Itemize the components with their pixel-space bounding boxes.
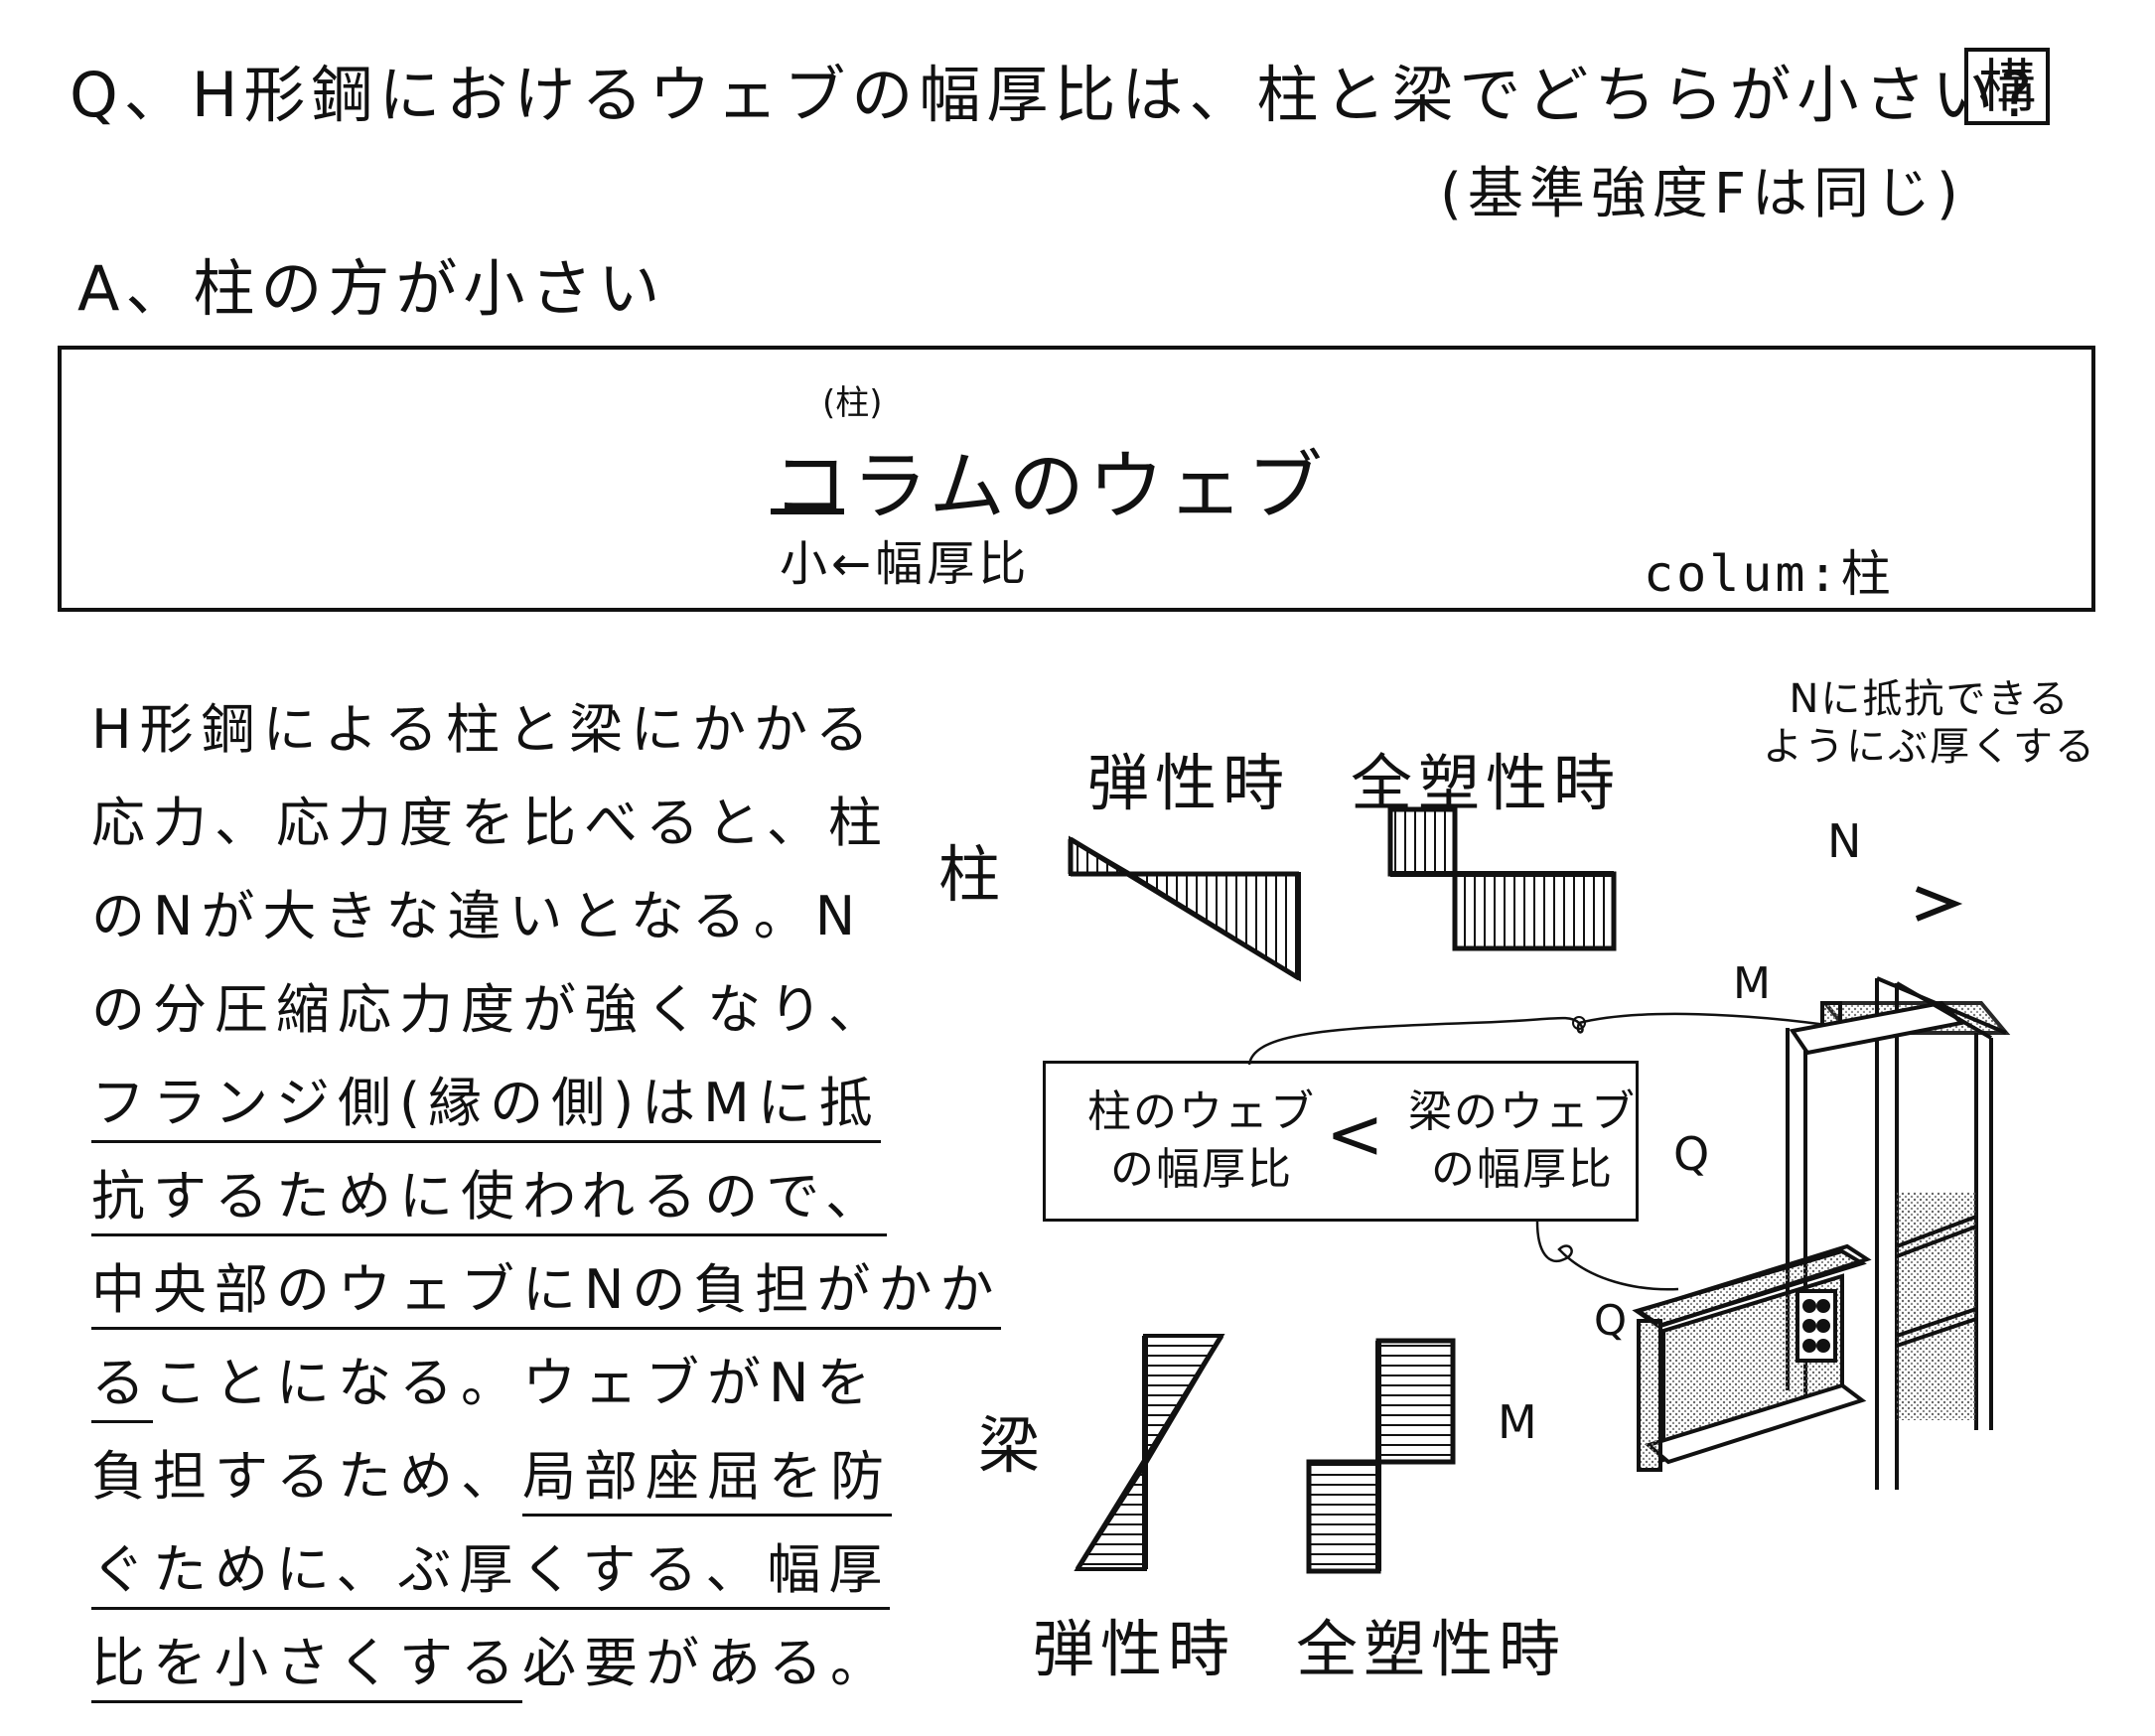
beam-elastic-label: 弾性時 bbox=[1033, 1613, 1236, 1685]
beam-elastic-diagram bbox=[1074, 1334, 1225, 1571]
line-text: 応力、応力度を比べると、柱 bbox=[91, 792, 890, 854]
keyword-ruby: (柱) bbox=[822, 383, 883, 423]
underlined-phrase: 中央部のウェブにNの負担がかか bbox=[91, 1258, 1002, 1330]
column-label: 柱 bbox=[938, 838, 1007, 911]
explanation-line: 負担するため、局部座屈を防 bbox=[91, 1432, 892, 1517]
explanation-line: フランジ側(縁の側)はMに抵 bbox=[91, 1059, 881, 1143]
mnemonic-hint: 小←幅厚比 bbox=[780, 536, 1031, 592]
line-text: のNが大きな違いとなる。N bbox=[91, 885, 864, 947]
line-text: の分圧縮応力度が強くなり、 bbox=[91, 978, 890, 1041]
underlined-phrase: る bbox=[91, 1352, 153, 1423]
compare-operator: < bbox=[1326, 1093, 1384, 1175]
line-text: 負担するため、 bbox=[91, 1445, 522, 1508]
explanation-line: H形鋼による柱と梁にかかる bbox=[91, 685, 877, 764]
line-text: 必要がある。 bbox=[522, 1632, 892, 1694]
explanation-line: のNが大きな違いとなる。N bbox=[91, 872, 863, 950]
underlined-phrase: 比を小さくする bbox=[91, 1632, 522, 1703]
explanation-line: 比を小さくする必要がある。 bbox=[91, 1619, 892, 1703]
label-m-beam: M bbox=[1498, 1395, 1537, 1449]
beam-plastic-diagram bbox=[1306, 1338, 1456, 1574]
column-plastic-diagram bbox=[1387, 806, 1617, 951]
underlined-phrase: ぐために、ぶ厚くする、幅厚 bbox=[91, 1538, 891, 1610]
underlined-phrase: 局部座屈を防 bbox=[522, 1445, 892, 1517]
mnemonic-keyword: コラムのウェブ bbox=[773, 442, 1327, 530]
n-arrow bbox=[1915, 886, 1963, 922]
explanation-line: 中央部のウェブにNの負担がかか bbox=[91, 1245, 1002, 1330]
explanation-line: の分圧縮応力度が強くなり、 bbox=[91, 965, 890, 1044]
explanation-line: ることになる。ウェブがNを bbox=[91, 1339, 879, 1423]
n-resist-note: Nに抵抗できるようにぶ厚くする bbox=[1763, 676, 2096, 770]
line-text: H形鋼による柱と梁にかかる bbox=[91, 698, 877, 761]
beam-plastic-label: 全塑性時 bbox=[1296, 1613, 1567, 1685]
beam-label: 梁 bbox=[978, 1409, 1047, 1482]
label-q-beam: Q bbox=[1594, 1296, 1628, 1345]
label-q-column: Q bbox=[1673, 1127, 1710, 1181]
category-badge: 構 bbox=[1964, 48, 2050, 125]
h-column-illustration bbox=[1786, 976, 2011, 1490]
comparison-box: 柱のウェブの幅厚比 < 梁のウェブの幅厚比 bbox=[1043, 1061, 1639, 1222]
answer-text: A、柱の方が小さい bbox=[77, 252, 666, 325]
column-elastic-label: 弾性時 bbox=[1087, 747, 1291, 819]
keyword-underline bbox=[771, 508, 844, 514]
compare-beam-web: 梁のウェブの幅厚比 bbox=[1408, 1086, 1637, 1195]
label-n: N bbox=[1827, 814, 1862, 868]
compare-column-web: 柱のウェブの幅厚比 bbox=[1087, 1086, 1316, 1195]
column-elastic-diagram bbox=[1068, 835, 1301, 982]
explanation-line: 抗するために使われるので、 bbox=[91, 1152, 888, 1236]
explanation-line: ぐために、ぶ厚くする、幅厚 bbox=[91, 1525, 891, 1610]
underlined-phrase: 抗するために使われるので、 bbox=[91, 1165, 888, 1236]
question-text: Q、H形鋼におけるウェブの幅厚比は、柱と梁でどちらが小さい? bbox=[70, 59, 2039, 131]
underlined-phrase: フランジ側(縁の側)はMに抵 bbox=[91, 1072, 881, 1143]
h-beam-illustration bbox=[1632, 1243, 1872, 1472]
line-text: ことになる。ウェブがNを bbox=[153, 1352, 879, 1414]
colum-note: colum:柱 bbox=[1644, 545, 1894, 603]
condition-text: (基準強度Fは同じ) bbox=[1440, 162, 1964, 226]
mnemonic-box bbox=[58, 346, 2095, 612]
column-plastic-label: 全塑性時 bbox=[1351, 747, 1622, 819]
explanation-line: 応力、応力度を比べると、柱 bbox=[91, 779, 890, 857]
label-m-column: M bbox=[1733, 958, 1771, 1009]
